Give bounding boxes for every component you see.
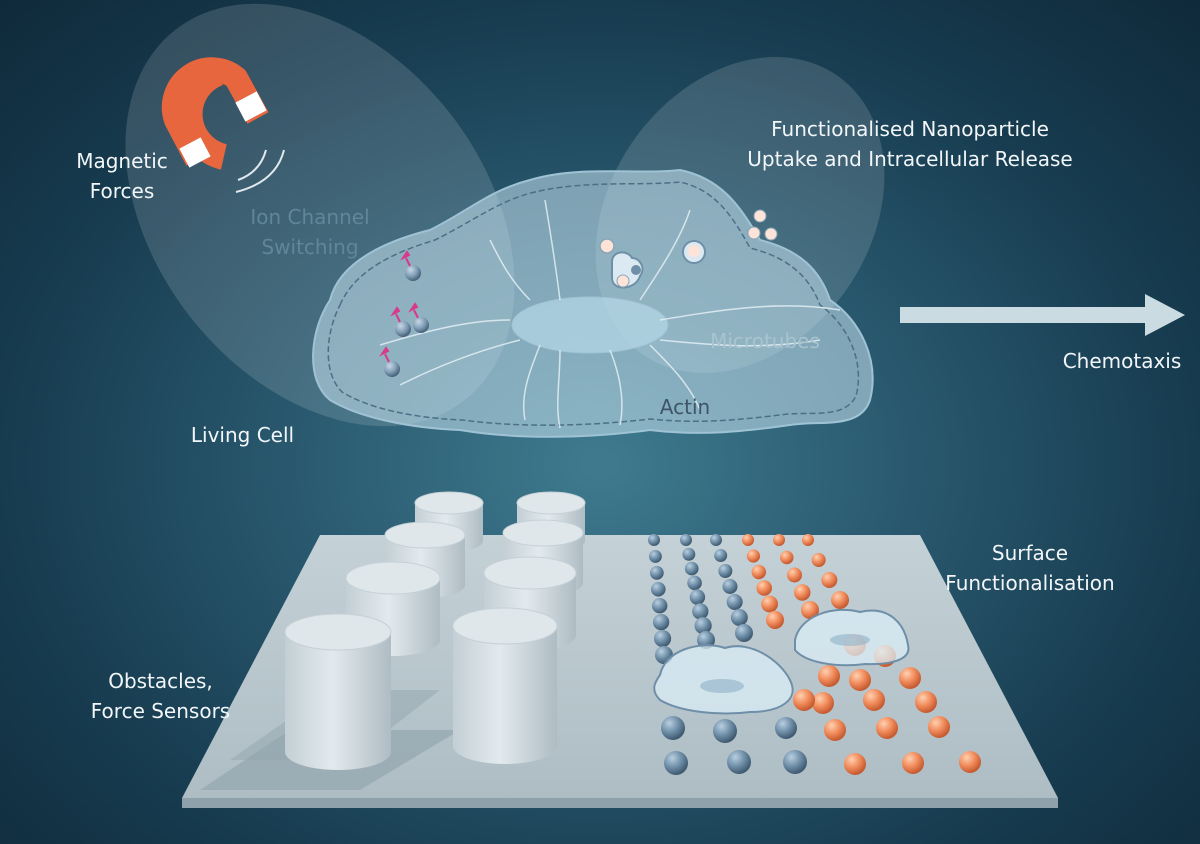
surface-cell-2 (794, 608, 910, 667)
label-ion-line2: Switching (261, 235, 359, 259)
orange-bead (863, 689, 885, 711)
orange-bead (794, 584, 811, 601)
blue-bead (783, 750, 807, 774)
label-magnetic-forces: Magnetic Forces (62, 146, 182, 206)
blue-bead (661, 716, 685, 740)
orange-bead (899, 667, 921, 689)
orange-bead (801, 601, 819, 619)
label-obstacles-force-sensors: Obstacles, Force Sensors (78, 666, 243, 726)
label-nanoparticle-uptake: Functionalised Nanoparticle Uptake and I… (720, 114, 1100, 174)
blue-bead (684, 561, 699, 576)
label-living-cell: Living Cell (190, 423, 295, 447)
blue-bead (653, 614, 670, 631)
blue-bead (682, 547, 696, 561)
orange-bead (773, 534, 785, 546)
orange-bead (793, 689, 815, 711)
blue-bead (735, 624, 753, 642)
label-obstacles-line2: Force Sensors (90, 699, 231, 723)
blue-bead (654, 630, 672, 648)
blue-bead (680, 534, 692, 546)
blue-bead (687, 575, 702, 591)
label-ion-channel-switching: Ion Channel Switching (240, 202, 380, 262)
blue-bead (648, 534, 660, 546)
label-surface-line1: Surface (991, 541, 1069, 565)
orange-bead (831, 591, 849, 609)
blue-bead (727, 750, 751, 774)
blue-bead (714, 549, 728, 562)
label-chemotaxis: Chemotaxis (1062, 349, 1182, 373)
horseshoe-magnet-icon (161, 57, 285, 193)
orange-bead (780, 550, 794, 565)
label-microtubes: Microtubes (710, 329, 820, 353)
orange-bead (821, 572, 838, 588)
orange-bead (742, 534, 754, 546)
label-nano-line2: Uptake and Intracellular Release (747, 147, 1073, 171)
orange-bead (824, 719, 846, 741)
pillar-obstacles (284, 491, 586, 770)
blue-bead (775, 717, 797, 739)
orange-bead (751, 564, 766, 580)
orange-bead (746, 549, 761, 563)
orange-bead (787, 567, 802, 583)
blue-bead (650, 566, 664, 580)
nanoparticles (599, 209, 778, 289)
label-nano-line1: Functionalised Nanoparticle (771, 117, 1049, 141)
blue-bead (710, 534, 722, 546)
blue-bead (694, 617, 712, 635)
blue-bead (652, 598, 668, 614)
label-obstacles-line1: Obstacles, (108, 669, 213, 693)
blue-bead (651, 582, 666, 597)
blue-bead (689, 589, 706, 605)
blue-bead (692, 603, 709, 620)
orange-bead (849, 669, 871, 691)
chemotaxis-arrow (900, 294, 1185, 336)
orange-bead (876, 717, 898, 739)
orange-bead (902, 752, 924, 774)
orange-bead (802, 534, 814, 546)
surface-cell-1 (653, 644, 794, 715)
blue-bead (722, 579, 738, 594)
orange-bead (915, 691, 937, 713)
cell-nucleus (511, 296, 669, 354)
ion-channel-beads (379, 250, 429, 377)
orange-bead (959, 751, 981, 773)
blue-bead (649, 550, 662, 563)
label-magnetic-line2: Forces (89, 179, 155, 203)
living-cell (312, 168, 874, 438)
blue-bead (713, 719, 737, 743)
blue-bead (718, 564, 733, 578)
orange-bead (766, 611, 784, 629)
label-magnetic-line1: Magnetic (76, 149, 168, 173)
orange-bead (812, 692, 834, 714)
actin-fibers (379, 199, 841, 429)
label-ion-line1: Ion Channel (250, 205, 370, 229)
label-surface-functionalisation: Surface Functionalisation (930, 538, 1130, 598)
pillar (284, 613, 392, 770)
orange-bead (761, 595, 778, 613)
blue-bead (726, 594, 743, 610)
orange-bead (756, 580, 772, 596)
blue-bead (664, 751, 688, 775)
orange-bead (811, 553, 826, 567)
pillar (452, 607, 558, 764)
label-surface-line2: Functionalisation (945, 571, 1115, 595)
orange-bead (844, 753, 866, 775)
orange-bead (928, 716, 950, 738)
blue-bead (730, 609, 748, 626)
label-actin: Actin (659, 395, 711, 419)
orange-bead (818, 665, 840, 687)
